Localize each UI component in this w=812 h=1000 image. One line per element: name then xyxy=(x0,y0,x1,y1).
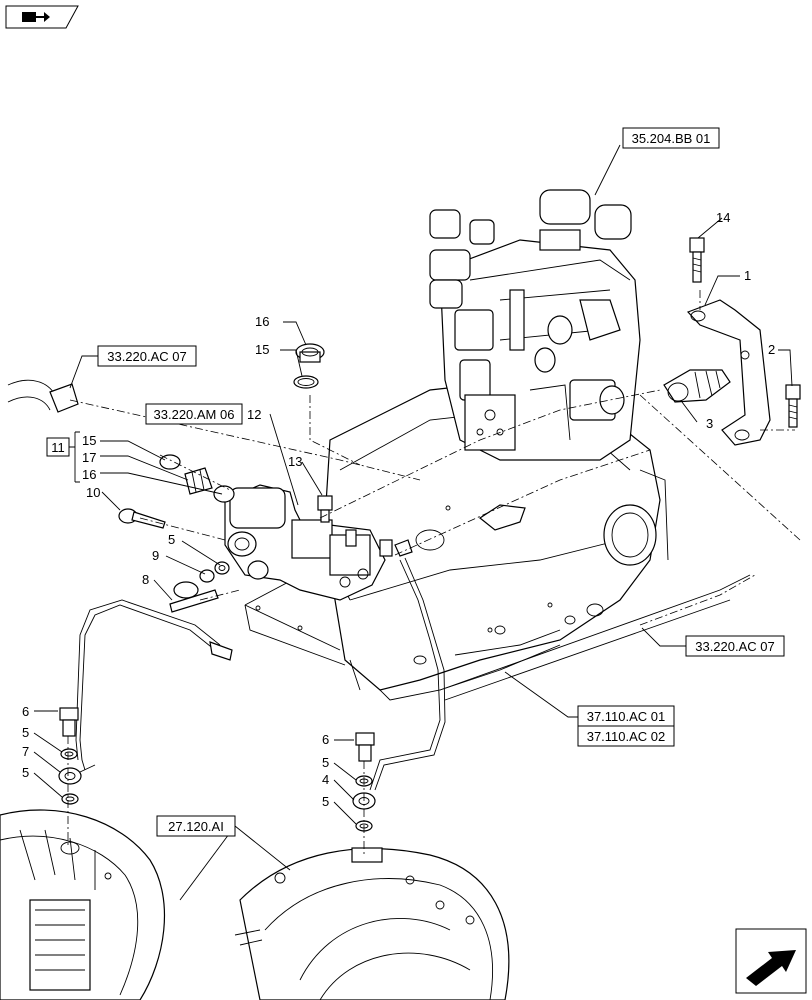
callout-6-left: 6 xyxy=(22,704,29,719)
fitting-part-6-right xyxy=(355,732,375,762)
ref-label-37-110-ac-02: 37.110.AC 02 xyxy=(587,729,666,744)
callout-2: 2 xyxy=(768,342,775,357)
callout-4: 4 xyxy=(322,772,329,787)
ref-box-33-220-am-06[interactable]: 33.220.AM 06 xyxy=(145,403,243,425)
brake-housing-right xyxy=(234,847,510,1000)
ref-box-33-220-ac-07-top[interactable]: 33.220.AC 07 xyxy=(97,345,197,367)
control-valve-assembly xyxy=(429,189,641,461)
callout-1: 1 xyxy=(744,268,751,283)
callout-16-top: 16 xyxy=(255,314,269,329)
nut-part-9 xyxy=(199,569,215,583)
callout-5-right-b: 5 xyxy=(322,794,329,809)
ref-box-37-110-ac-02[interactable]: 37.110.AC 02 xyxy=(577,725,675,747)
hose-end xyxy=(7,379,79,413)
washer-part-5-left-b xyxy=(61,793,79,805)
ref-label-33-220-ac-07-top: 33.220.AC 07 xyxy=(107,349,187,364)
ref-box-35-204-bb-01[interactable]: 35.204.BB 01 xyxy=(622,127,720,149)
callout-3: 3 xyxy=(706,416,713,431)
callout-5-left-b: 5 xyxy=(22,765,29,780)
callout-7: 7 xyxy=(22,744,29,759)
brake-housing-left xyxy=(0,809,166,1000)
callout-6-right: 6 xyxy=(322,732,329,747)
callout-15-group: 15 xyxy=(82,433,96,448)
callout-15-top: 15 xyxy=(255,342,269,357)
o-ring-part-15-group xyxy=(159,454,181,470)
callout-17: 17 xyxy=(82,450,96,465)
callout-11: 11 xyxy=(51,440,65,455)
callout-13: 13 xyxy=(288,454,302,469)
fitting-part-6-left xyxy=(59,707,79,737)
callout-10: 10 xyxy=(86,485,100,500)
washer-part-5-left-a xyxy=(60,748,78,760)
callout-14: 14 xyxy=(716,210,730,225)
solenoid-valve-assembly xyxy=(224,484,413,601)
callout-9: 9 xyxy=(152,548,159,563)
callout-5-left-a: 5 xyxy=(22,725,29,740)
callout-5-right-a: 5 xyxy=(322,755,329,770)
callout-12: 12 xyxy=(247,407,261,422)
ref-box-37-110-ac-01[interactable]: 37.110.AC 01 xyxy=(577,705,675,727)
callout-labels: 1 2 3 14 16 15 12 13 15 17 16 10 5 9 8 6… xyxy=(22,210,775,809)
plug-part-16 xyxy=(295,343,325,363)
callout-16-group: 16 xyxy=(82,467,96,482)
ref-label-37-110-ac-01: 37.110.AC 01 xyxy=(587,709,666,724)
ref-box-27-120-ai[interactable]: 27.120.AI xyxy=(156,815,236,837)
leader-lines xyxy=(33,144,793,901)
fitting-part-3 xyxy=(663,369,731,403)
pipe-right xyxy=(369,557,446,791)
pipe-left xyxy=(75,599,233,771)
ref-label-35-204-bb-01: 35.204.BB 01 xyxy=(632,131,711,146)
screw-part-10 xyxy=(118,508,166,529)
mounting-frame xyxy=(244,505,751,701)
callout-8: 8 xyxy=(142,572,149,587)
ref-label-33-220-am-06: 33.220.AM 06 xyxy=(154,407,235,422)
ref-label-33-220-ac-07-right: 33.220.AC 07 xyxy=(695,639,775,654)
callout-5-mid: 5 xyxy=(168,532,175,547)
bolt-part-14 xyxy=(689,237,705,283)
ref-label-27-120-ai: 27.120.AI xyxy=(168,819,224,834)
book-arrow-icon[interactable] xyxy=(5,5,79,29)
o-ring-part-16-group xyxy=(213,485,235,503)
group-box-11[interactable]: 11 xyxy=(46,431,80,483)
ref-box-33-220-ac-07-right[interactable]: 33.220.AC 07 xyxy=(685,635,785,657)
o-ring-part-15 xyxy=(293,375,319,389)
fitting-part-17 xyxy=(184,467,213,495)
washer-part-5-mid xyxy=(214,561,230,575)
sensor-part-8 xyxy=(169,581,219,613)
bolt-part-2 xyxy=(785,384,801,428)
bracket-part-1 xyxy=(686,299,771,446)
next-page-arrow-icon[interactable] xyxy=(735,928,807,994)
banjo-part-7 xyxy=(58,764,96,785)
